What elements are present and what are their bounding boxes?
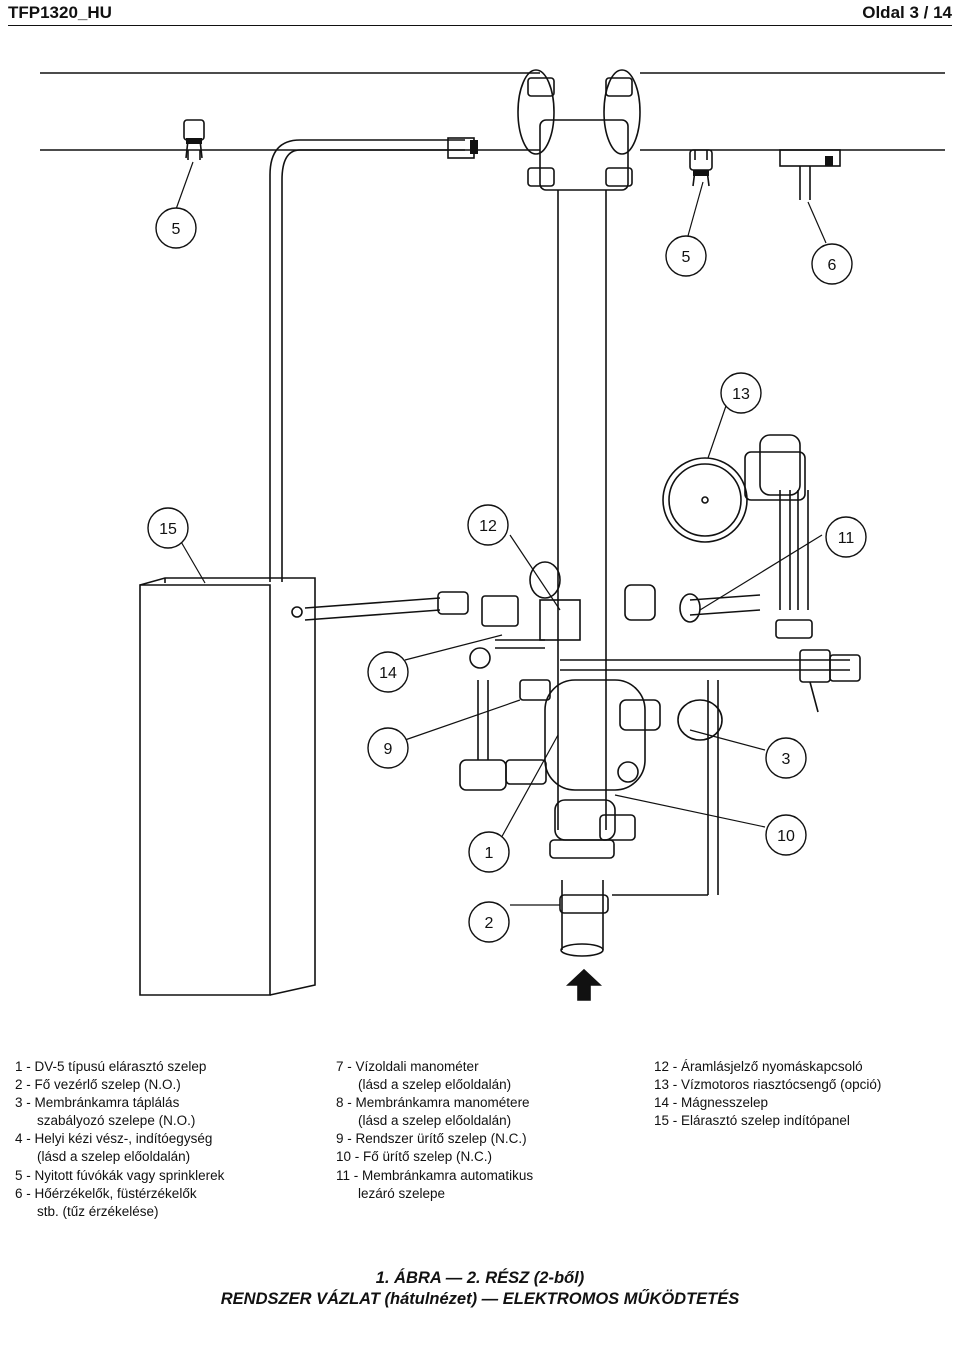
flow-direction-arrow (565, 968, 603, 1001)
callout-label: 3 (782, 751, 791, 768)
legend-item: 11 - Membránkamra automatikus (336, 1167, 534, 1183)
legend-item-continued: lezáró szelepe (358, 1185, 446, 1201)
legend-item: 9 - Rendszer ürítő szelep (N.C.) (336, 1131, 527, 1147)
legend-item-continued: szabályozó szelepe (N.O.) (37, 1113, 196, 1129)
callout-label: 6 (828, 257, 837, 274)
callout-circle (665, 235, 707, 277)
page-number: Oldal 3 / 14 (862, 3, 952, 22)
legend-item: 7 - Vízoldali manométer (336, 1059, 479, 1074)
callout-label: 14 (379, 665, 397, 682)
callout-circle (468, 901, 510, 943)
legend-item: 6 - Hőérzékelők, füstérzékelők (15, 1185, 197, 1201)
legend-item-continued: stb. (tűz érzékelése) (37, 1203, 159, 1219)
callout-label: 13 (732, 386, 750, 403)
callout-label: 11 (838, 530, 855, 547)
callout-label: 1 (485, 845, 494, 862)
alarm-bell (662, 457, 748, 543)
legend-item: 14 - Mágnesszelep (654, 1095, 769, 1111)
callout-label: 15 (159, 521, 177, 538)
callout-label: 2 (485, 915, 494, 932)
legend-item: 4 - Helyi kézi vész-, indítóegység (15, 1131, 213, 1147)
callout-circle (467, 504, 509, 546)
figure-caption-title: RENDSZER VÁZLAT (hátulnézet) — ELEKTROMO… (220, 1290, 740, 1308)
legend-item: 15 - Elárasztó szelep indítópanel (654, 1113, 850, 1129)
callout-label: 5 (682, 249, 691, 266)
document-id: TFP1320_HU (8, 3, 112, 22)
legend-item: 10 - Fő ürítő szelep (N.C.) (336, 1149, 493, 1165)
system-diagram: 5 5 6 13 15 12 11 14 9 3 10 1 2 (40, 69, 945, 1001)
callout-circle (367, 727, 409, 769)
legend-item: 5 - Nyitott fúvókák vagy sprinklerek (15, 1167, 225, 1183)
legend-item: 13 - Vízmotoros riasztócsengő (opció) (654, 1077, 882, 1093)
overhead-main-pipe (40, 72, 945, 151)
legend-item-continued: (lásd a szelep előoldalán) (358, 1077, 512, 1093)
callout-circle (720, 372, 762, 414)
legend-item: 3 - Membránkamra táplálás (15, 1095, 180, 1111)
legend-column-2: 7 - Vízoldali manométer (lásd a szelep e… (336, 1058, 533, 1203)
legend-column-3: 12 - Áramlásjelző nyomáskapcsoló 13 - Ví… (654, 1058, 881, 1130)
callout-circle (825, 516, 867, 558)
legend-item: 8 - Membránkamra manométere (336, 1095, 530, 1111)
callout-circle (367, 651, 409, 693)
callout-circle (765, 737, 807, 779)
callout-circle (765, 814, 807, 856)
legend-item: 12 - Áramlásjelző nyomáskapcsoló (654, 1059, 863, 1074)
callout-circle (155, 207, 197, 249)
figure-caption-number: 1. ÁBRA — 2. RÉSZ (2-ből) (375, 1269, 585, 1287)
callout-label: 5 (172, 221, 181, 238)
riser-pipe (557, 190, 607, 830)
callout-label: 9 (384, 741, 393, 758)
legend-item-continued: (lásd a szelep előoldalán) (358, 1113, 512, 1129)
callout-label: 12 (479, 518, 497, 535)
legend-column-1: 1 - DV-5 típusú elárasztó szelep 2 - Fő … (15, 1058, 224, 1221)
callout-circle (147, 507, 189, 549)
callout-circle (468, 831, 510, 873)
legend-item: 2 - Fő vezérlő szelep (N.O.) (15, 1077, 181, 1093)
callout-label: 10 (777, 828, 795, 845)
callout-circle (811, 243, 853, 285)
header-rule (8, 25, 952, 26)
legend-item-continued: (lásd a szelep előoldalán) (37, 1149, 191, 1165)
legend-item: 1 - DV-5 típusú elárasztó szelep (15, 1059, 207, 1074)
release-panel-box (139, 584, 271, 996)
deluge-valve-body (544, 679, 646, 791)
